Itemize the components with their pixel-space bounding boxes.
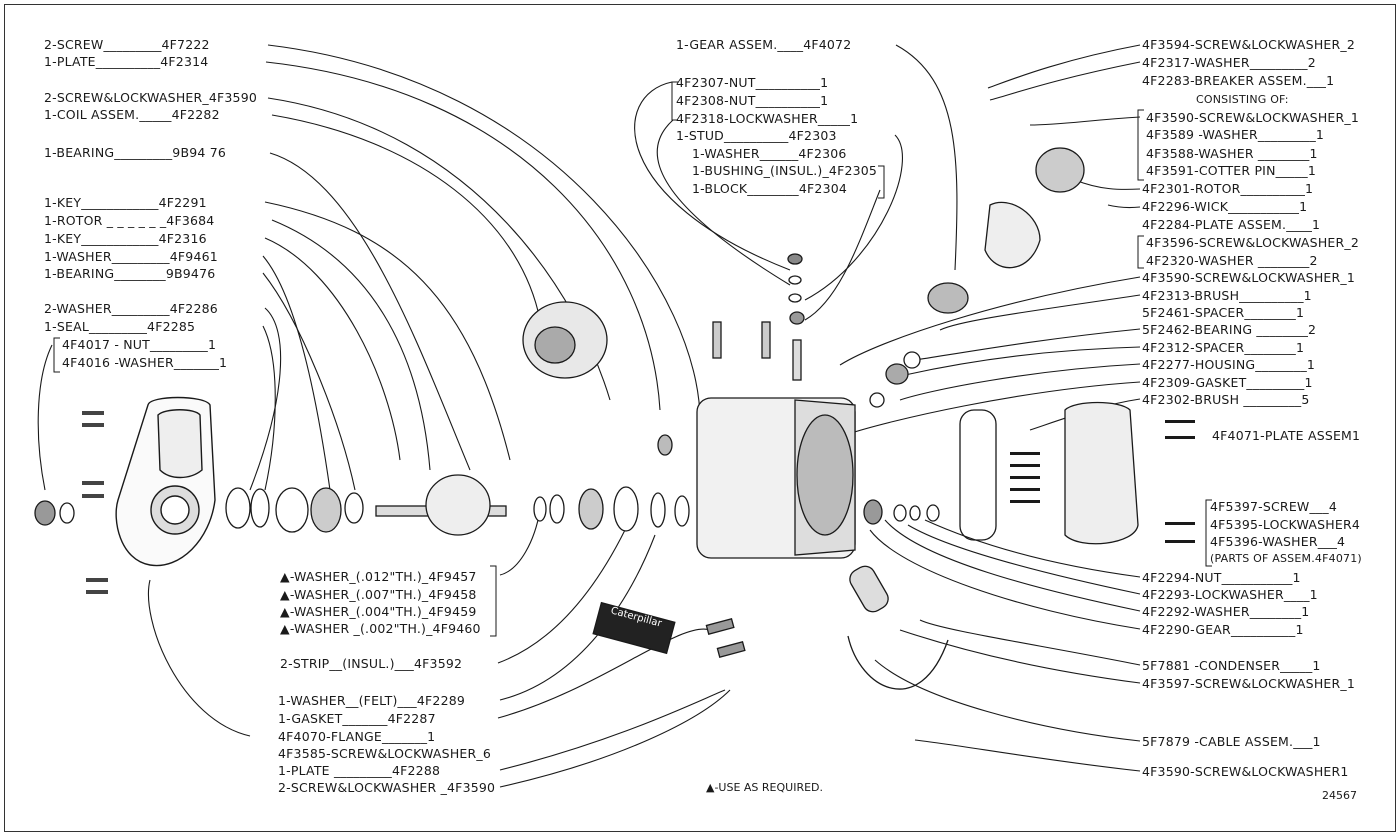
- label-left-6: 1-ROTOR _ _ _ _ _ _4F3684: [44, 213, 215, 228]
- label-right-3: CONSISTING OF:: [1196, 93, 1289, 106]
- label-center-1: 4F2307-NUT__________1: [676, 75, 829, 90]
- label-center-0: 1-GEAR ASSEM.____4F4072: [676, 37, 852, 52]
- drawing-number: 24567: [1322, 789, 1357, 802]
- label-right-6: 4F3588-WASHER ________1: [1146, 146, 1318, 161]
- label-right-11: 4F3596-SCREW&LOCKWASHER_2: [1146, 235, 1360, 250]
- label-left-8: 1-WASHER_________4F9461: [44, 249, 218, 264]
- label-right-27: 4F2293-LOCKWASHER____1: [1142, 587, 1318, 602]
- label-right-15: 5F2461-SPACER________1: [1142, 305, 1305, 320]
- label-right-26: 4F2294-NUT___________1: [1142, 570, 1301, 585]
- label-bottom-8: 4F3585-SCREW&LOCKWASHER_6: [278, 746, 492, 761]
- label-bottom-7: 4F4070-FLANGE_______1: [278, 729, 436, 744]
- label-right-16: 5F2462-BEARING ________2: [1142, 322, 1317, 337]
- label-right-8: 4F2301-ROTOR__________1: [1142, 181, 1314, 196]
- label-center-5: 1-WASHER______4F2306: [692, 146, 847, 161]
- label-left-13: 4F4016 -WASHER_______1: [62, 355, 228, 370]
- label-left-7: 1-KEY____________4F2316: [44, 231, 207, 246]
- label-bottom-1: ▲-WASHER_(.007"TH.)_4F9458: [280, 587, 477, 602]
- label-left-1: 1-PLATE__________4F2314: [44, 54, 209, 69]
- label-right-32: 5F7879 -CABLE ASSEM.___1: [1142, 734, 1321, 749]
- label-left-4: 1-BEARING_________9B94 76: [44, 145, 227, 160]
- label-right-22: 4F5397-SCREW___4: [1210, 499, 1337, 514]
- label-right-31: 4F3597-SCREW&LOCKWASHER_1: [1142, 676, 1356, 691]
- label-right-18: 4F2277-HOUSING________1: [1142, 357, 1316, 372]
- label-bottom-4: 2-STRIP__(INSUL.)___4F3592: [280, 656, 463, 671]
- label-center-7: 1-BLOCK________4F2304: [692, 181, 848, 196]
- label-right-13: 4F3590-SCREW&LOCKWASHER_1: [1142, 270, 1356, 285]
- label-left-2: 2-SCREW&LOCKWASHER_4F3590: [44, 90, 258, 105]
- label-left-0: 2-SCREW_________4F7222: [44, 37, 210, 52]
- label-right-7: 4F3591-COTTER PIN_____1: [1146, 163, 1317, 178]
- label-left-10: 2-WASHER_________4F2286: [44, 301, 218, 316]
- label-right-4: 4F3590-SCREW&LOCKWASHER_1: [1146, 110, 1360, 125]
- label-right-0: 4F3594-SCREW&LOCKWASHER_2: [1142, 37, 1356, 52]
- label-left-3: 1-COIL ASSEM._____4F2282: [44, 107, 220, 122]
- label-center-2: 4F2308-NUT__________1: [676, 93, 829, 108]
- label-center-3: 4F2318-LOCKWASHER_____1: [676, 111, 859, 126]
- drawing-border: [4, 4, 1396, 832]
- label-bottom-5: 1-WASHER__(FELT)___4F2289: [278, 693, 466, 708]
- label-right-20: 4F2302-BRUSH _________5: [1142, 392, 1310, 407]
- footnote-use-as-required: ▲-USE AS REQUIRED.: [706, 781, 824, 794]
- label-bottom-6: 1-GASKET_______4F2287: [278, 711, 436, 726]
- label-right-14: 4F2313-BRUSH__________1: [1142, 288, 1312, 303]
- label-right-12: 4F2320-WASHER ________2: [1146, 253, 1318, 268]
- label-right-5: 4F3589 -WASHER_________1: [1146, 127, 1325, 142]
- label-left-9: 1-BEARING________9B9476: [44, 266, 216, 281]
- label-left-11: 1-SEAL_________4F2285: [44, 319, 196, 334]
- label-right-21: 4F4071-PLATE ASSEM1: [1212, 428, 1361, 443]
- label-bottom-3: ▲-WASHER _(.002"TH.)_4F9460: [280, 621, 481, 636]
- label-left-12: 4F4017 - NUT_________1: [62, 337, 217, 352]
- label-right-2: 4F2283-BREAKER ASSEM.___1: [1142, 73, 1335, 88]
- label-center-6: 1-BUSHING_(INSUL.)_4F2305: [692, 163, 878, 178]
- label-right-9: 4F2296-WICK___________1: [1142, 199, 1308, 214]
- label-right-1: 4F2317-WASHER_________2: [1142, 55, 1316, 70]
- label-right-19: 4F2309-GASKET_________1: [1142, 375, 1313, 390]
- label-bottom-9: 1-PLATE _________4F2288: [278, 763, 441, 778]
- label-center-4: 1-STUD__________4F2303: [676, 128, 837, 143]
- label-right-25: (PARTS OF ASSEM.4F4071): [1210, 552, 1362, 565]
- label-right-24: 4F5396-WASHER___4: [1210, 534, 1346, 549]
- label-right-23: 4F5395-LOCKWASHER4: [1210, 517, 1360, 532]
- label-bottom-0: ▲-WASHER_(.012"TH.)_4F9457: [280, 569, 477, 584]
- label-right-29: 4F2290-GEAR__________1: [1142, 622, 1304, 637]
- label-right-30: 5F7881 -CONDENSER_____1: [1142, 658, 1321, 673]
- label-left-5: 1-KEY____________4F2291: [44, 195, 207, 210]
- label-right-33: 4F3590-SCREW&LOCKWASHER1: [1142, 764, 1349, 779]
- label-right-17: 4F2312-SPACER________1: [1142, 340, 1305, 355]
- label-bottom-10: 2-SCREW&LOCKWASHER _4F3590: [278, 780, 496, 795]
- label-bottom-2: ▲-WASHER_(.004"TH.)_4F9459: [280, 604, 477, 619]
- label-right-28: 4F2292-WASHER________1: [1142, 604, 1310, 619]
- label-right-10: 4F2284-PLATE ASSEM.____1: [1142, 217, 1321, 232]
